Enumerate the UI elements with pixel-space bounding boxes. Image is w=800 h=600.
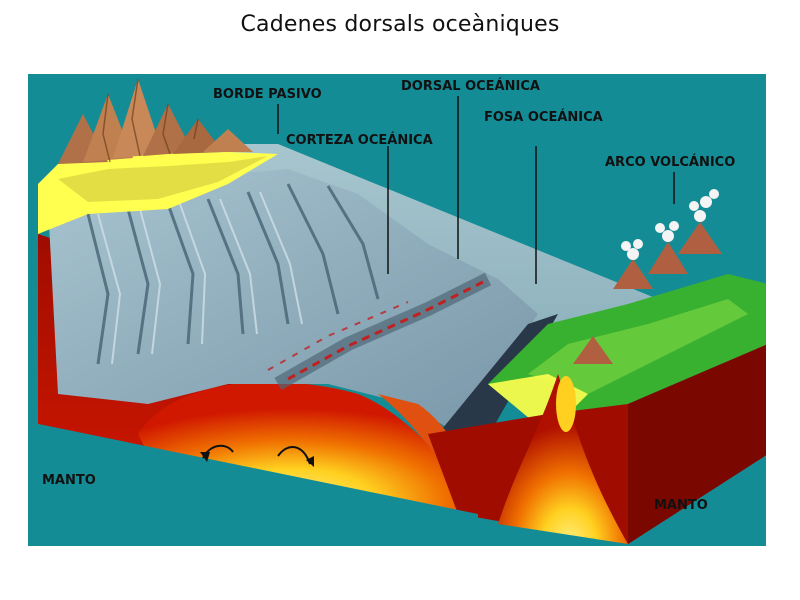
label-manto-left: MANTO	[42, 473, 96, 488]
ocean-ridge-diagram: BORDE PASIVO CORTEZA OCEÁNICA DORSAL OCE…	[28, 74, 766, 546]
mantle-side-face	[628, 344, 766, 544]
continental-mountains	[58, 79, 253, 164]
rift-valley	[287, 280, 484, 381]
ocean-floor	[48, 169, 538, 434]
label-arco-volcanico: ARCO VOLCÁNICO	[605, 154, 735, 170]
label-manto-right: MANTO	[654, 498, 708, 513]
magma-chamber-arc	[498, 374, 628, 544]
label-dorsal-oceanica: DORSAL OCEÁNICA	[401, 78, 540, 94]
continental-slope-canyons	[86, 183, 380, 365]
volcanoes	[573, 222, 722, 364]
label-borde-pasivo: BORDE PASIVO	[213, 87, 322, 102]
magma-upwelling-ridge	[138, 382, 478, 514]
label-corteza-oceanica: CORTEZA OCEÁNICA	[286, 132, 433, 148]
magma-conduit	[556, 376, 576, 432]
label-fosa-oceanica: FOSA OCEÁNICA	[484, 109, 603, 125]
label-leader-lines	[277, 96, 675, 284]
page-title: Cadenes dorsals oceàniques	[240, 12, 560, 37]
volcanic-smoke	[621, 189, 719, 260]
